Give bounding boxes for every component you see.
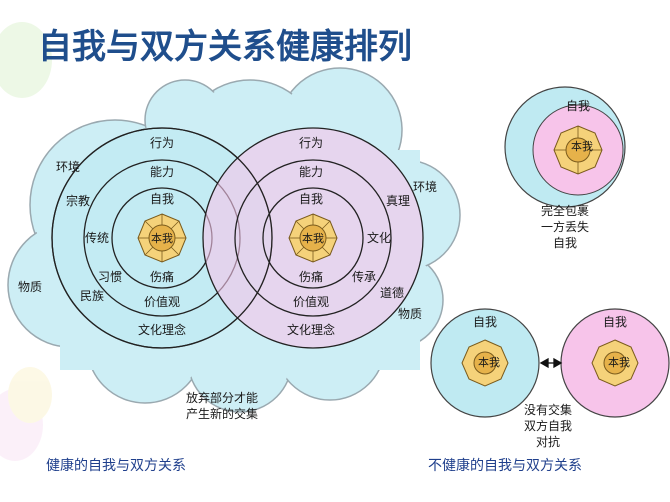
left-outside-ethnicity: 民族 bbox=[80, 289, 104, 303]
svg-text:一方丢失: 一方丢失 bbox=[541, 219, 589, 234]
right-outside-environment: 环境 bbox=[413, 179, 437, 194]
opposed-left-core-icon bbox=[461, 339, 509, 387]
right-ring-pain: 伤痛 bbox=[299, 269, 323, 284]
right-labels: 行为 能力 自我 本我 伤痛 价值观 文化理念 环境 真理 文化 传承 道德 物… bbox=[287, 136, 437, 337]
opposed-labels: 自我 自我 本我 本我 没有交集 双方自我 对抗 bbox=[473, 315, 630, 449]
engulf-self-label: 自我 bbox=[566, 99, 590, 113]
left-outer-outline bbox=[51, 127, 273, 349]
left-ring-behavior: 行为 bbox=[150, 136, 174, 150]
right-ring-self: 自我 bbox=[299, 192, 323, 206]
opposed-right-self: 自我 bbox=[603, 315, 627, 329]
right-ring-behavior: 行为 bbox=[299, 136, 323, 150]
opposed-right-core: 本我 bbox=[608, 355, 630, 369]
right-outside-morality: 道德 bbox=[380, 285, 404, 300]
right-outside-material: 物质 bbox=[398, 307, 422, 321]
left-core-icon bbox=[137, 213, 187, 263]
left-outside-religion: 宗教 bbox=[66, 193, 90, 208]
svg-text:对抗: 对抗 bbox=[536, 434, 560, 449]
right-ring-ability: 能力 bbox=[299, 165, 323, 179]
right-outside-culture: 文化 bbox=[367, 230, 391, 245]
intersection-note: 放弃部分才能 产生新的交集 bbox=[186, 390, 258, 421]
left-core-label: 本我 bbox=[151, 231, 173, 245]
left-outside-habit: 习惯 bbox=[98, 269, 122, 284]
unhealthy-caption: 不健康的自我与双方关系 bbox=[428, 457, 582, 474]
opposed-right-core-icon bbox=[591, 339, 639, 387]
svg-text:自我: 自我 bbox=[553, 236, 577, 250]
left-ring-ability: 能力 bbox=[150, 165, 174, 179]
opposed-diagram bbox=[430, 308, 670, 418]
right-core-label: 本我 bbox=[302, 231, 324, 245]
opposed-left-self: 自我 bbox=[473, 315, 497, 329]
right-outside-heritage: 传承 bbox=[352, 269, 376, 284]
svg-text:完全包裹: 完全包裹 bbox=[541, 203, 589, 218]
right-ring-culture: 文化理念 bbox=[287, 322, 335, 337]
engulf-diagram bbox=[504, 86, 626, 208]
double-arrow-icon bbox=[539, 357, 563, 369]
left-ring-self: 自我 bbox=[150, 192, 174, 206]
right-core-icon bbox=[288, 213, 338, 263]
decorative-balloons bbox=[0, 22, 52, 461]
opposed-left-core: 本我 bbox=[478, 355, 500, 369]
svg-text:放弃部分才能: 放弃部分才能 bbox=[186, 390, 258, 405]
svg-text:双方自我: 双方自我 bbox=[524, 418, 572, 433]
page-title: 自我与双方关系健康排列 bbox=[38, 27, 412, 67]
left-outside-environment: 环境 bbox=[56, 159, 80, 174]
left-ring-pain: 伤痛 bbox=[150, 269, 174, 284]
left-labels: 行为 能力 自我 本我 伤痛 价值观 文化理念 环境 宗教 传统 习惯 民族 物… bbox=[18, 136, 186, 337]
svg-text:没有交集: 没有交集 bbox=[524, 402, 572, 417]
healthy-caption: 健康的自我与双方关系 bbox=[46, 457, 186, 474]
left-ring-values: 价值观 bbox=[144, 294, 180, 309]
engulf-labels: 自我 本我 完全包裹 一方丢失 自我 bbox=[541, 99, 593, 250]
engulf-core-label: 本我 bbox=[571, 139, 593, 153]
svg-text:产生新的交集: 产生新的交集 bbox=[186, 406, 258, 421]
right-ring-values: 价值观 bbox=[293, 294, 329, 309]
left-outside-tradition: 传统 bbox=[85, 230, 109, 245]
right-outside-truth: 真理 bbox=[386, 194, 410, 208]
left-ring-culture: 文化理念 bbox=[138, 322, 186, 337]
left-outside-material: 物质 bbox=[18, 280, 42, 294]
